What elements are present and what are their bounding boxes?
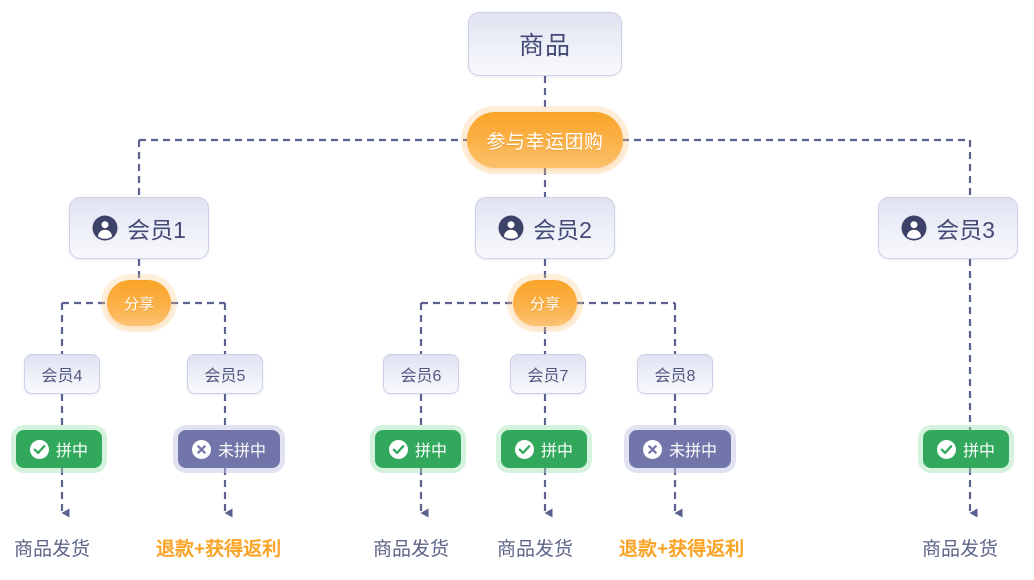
user-avatar-icon [92, 215, 118, 241]
status-badge-label: 拼中 [541, 443, 574, 460]
status-badge-label: 未拼中 [218, 443, 267, 460]
sub-member-node-4[interactable]: 会员4 [24, 354, 100, 394]
status-badge-win-member6[interactable]: 拼中 [375, 430, 462, 468]
outcome-label-ship-member3: 商品发货 [922, 539, 999, 560]
x-circle-icon [192, 439, 211, 459]
status-badge-label: 拼中 [963, 443, 996, 460]
member-node-2-label: 会员2 [533, 217, 592, 243]
check-circle-icon [30, 439, 49, 459]
sub-member-node-7[interactable]: 会员7 [510, 354, 586, 394]
member-node-3-label: 会员3 [936, 217, 995, 243]
status-badge-label: 未拼中 [669, 443, 718, 460]
sub-member-node-5[interactable]: 会员5 [187, 354, 263, 394]
member-node-2[interactable]: 会员2 [475, 197, 615, 259]
check-circle-icon [515, 439, 534, 459]
status-badge-lose-member8[interactable]: 未拼中 [629, 430, 732, 468]
outcome-label-refund-member5: 退款+获得返利 [156, 539, 282, 560]
check-circle-icon [937, 439, 956, 459]
outcome-label-refund-member8: 退款+获得返利 [619, 539, 745, 560]
member-node-3[interactable]: 会员3 [878, 197, 1018, 259]
status-badge-lose-member5[interactable]: 未拼中 [178, 430, 281, 468]
share-node-member1[interactable]: 分享 [107, 280, 171, 326]
status-badge-label: 拼中 [56, 443, 89, 460]
outcome-label-ship-member4: 商品发货 [14, 539, 91, 560]
sub-member-node-8[interactable]: 会员8 [637, 354, 713, 394]
user-avatar-icon [498, 215, 524, 241]
status-badge-win-member4[interactable]: 拼中 [16, 430, 103, 468]
status-badge-win-member7[interactable]: 拼中 [501, 430, 588, 468]
status-badge-label: 拼中 [415, 443, 448, 460]
sub-member-node-6[interactable]: 会员6 [383, 354, 459, 394]
action-node-join-lucky-group-buy[interactable]: 参与幸运团购 [467, 112, 623, 168]
x-circle-icon [643, 439, 662, 459]
outcome-label-ship-member6: 商品发货 [373, 539, 450, 560]
status-badge-win-member3[interactable]: 拼中 [923, 430, 1010, 468]
member-node-1-label: 会员1 [127, 217, 186, 243]
product-node[interactable]: 商品 [468, 12, 622, 76]
check-circle-icon [389, 439, 408, 459]
share-node-member2[interactable]: 分享 [513, 280, 577, 326]
outcome-label-ship-member7: 商品发货 [497, 539, 574, 560]
member-node-1[interactable]: 会员1 [69, 197, 209, 259]
user-avatar-icon [901, 215, 927, 241]
